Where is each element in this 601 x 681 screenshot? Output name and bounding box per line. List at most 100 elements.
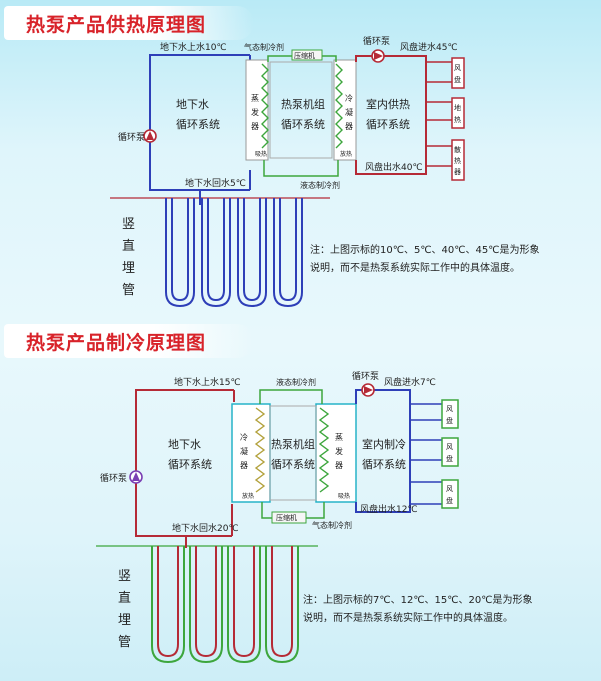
cooling-right-pump-icon: [361, 383, 375, 397]
heating-unit3-char-1: 散: [454, 145, 461, 154]
cooling-vertical-char-4: 管: [118, 635, 131, 650]
heating-unit2-char-1: 地: [454, 103, 461, 112]
heating-vertical-char-3: 埋: [122, 261, 135, 276]
cooling-compressor-box: [271, 511, 307, 524]
heating-liquid-label: 液态制冷剂: [300, 180, 340, 190]
heating-unit3-char-3: 器: [454, 168, 461, 176]
heating-right-pump-icon: [371, 49, 385, 63]
heating-center-system-line2: 循环系统: [281, 118, 325, 131]
cooling-condenser-char-3: 器: [240, 461, 248, 470]
cooling-condenser-char-2: 凝: [240, 446, 248, 456]
heating-unit-radiator: [451, 139, 465, 181]
cooling-center-system-line2: 循环系统: [271, 458, 315, 471]
cooling-unit-frame: [269, 405, 317, 501]
heating-fan-out-label: 风盘出水40℃: [365, 161, 423, 173]
heating-evaporator-char-2: 发: [251, 107, 259, 117]
heating-compressor-label: 压缩机: [294, 51, 315, 60]
cooling-fan-coil-1: [441, 399, 459, 429]
cooling-unit2-char-2: 盘: [446, 454, 453, 463]
cooling-vertical-char-3: 埋: [118, 613, 131, 628]
heating-liquid-line: [263, 160, 339, 177]
cooling-condenser-char-1: 冷: [240, 432, 248, 442]
heating-condenser-char-2: 凝: [345, 107, 353, 117]
cooling-unit2-char-1: 风: [446, 443, 453, 451]
cooling-fan-coil-2: [441, 437, 459, 467]
cooling-return-label: 地下水回水20℃: [172, 522, 239, 534]
heating-condenser-char-3: 器: [345, 122, 353, 131]
heating-unit1-char-1: 风: [454, 64, 461, 72]
heating-branches: [426, 61, 452, 167]
cooling-condenser-coil: [254, 407, 266, 493]
heating-diagram: 地下水上水10℃ 气态制冷剂 压缩机 地下水回水5℃ 液态制冷剂 循环泵 循环泵…: [110, 35, 465, 308]
heating-left-pump-icon: [143, 129, 157, 143]
heating-unit-fan-coil: [451, 57, 465, 89]
cooling-supply-label: 地下水上水15℃: [174, 376, 241, 388]
cooling-release-label: 放热: [242, 492, 254, 500]
heating-unit-floor: [451, 97, 465, 129]
heating-note-line1: 注：上图示标的10℃、5℃、40℃、45℃是为形象: [310, 245, 540, 256]
cooling-branches: [410, 403, 442, 505]
cooling-right-system-line2: 循环系统: [362, 458, 406, 471]
heating-left-system-line2: 循环系统: [176, 118, 220, 131]
heating-unit-frame: [269, 61, 333, 159]
cooling-liquid-line: [259, 389, 323, 404]
cooling-liquid-label: 液态制冷剂: [276, 377, 316, 387]
heating-vertical-char-1: 竖: [122, 217, 135, 232]
heating-title-ribbon: 热泵产品供热原理图: [4, 6, 254, 40]
heating-note: 注：上图示标的10℃、5℃、40℃、45℃是为形象 说明，而不是热泵系统实际工作…: [310, 242, 539, 278]
heating-right-pump-label: 循环泵: [363, 35, 390, 47]
cooling-condenser-box: [231, 403, 271, 503]
heating-left-pump-label: 循环泵: [118, 131, 145, 143]
cooling-fan-in-label: 风盘进水7℃: [384, 376, 436, 388]
heating-supply-label: 地下水上水10℃: [160, 41, 227, 53]
heating-unit3-char-2: 热: [454, 156, 461, 165]
heating-right-system-line1: 室内供热: [366, 97, 410, 111]
cooling-note-line2: 说明，而不是热泵系统实际工作中的具体温度。: [303, 613, 513, 624]
cooling-left-loop: [135, 389, 234, 537]
cooling-vertical-char-2: 直: [118, 591, 131, 606]
cooling-right-pump-label: 循环泵: [352, 370, 379, 382]
heating-fan-in-label: 风盘进水45℃: [400, 41, 458, 53]
cooling-evaporator-coil: [318, 407, 330, 493]
cooling-unit3-char-2: 盘: [446, 496, 453, 505]
cooling-left-system-line1: 地下水: [168, 438, 201, 451]
heating-vertical-char-2: 直: [122, 239, 135, 254]
heating-left-system-line1: 地下水: [176, 98, 209, 111]
heating-u-pipes: [165, 198, 303, 308]
cooling-evaporator-char-2: 发: [335, 446, 343, 456]
cooling-title-ribbon: 热泵产品制冷原理图: [4, 324, 254, 358]
heating-right-loop: [355, 55, 427, 175]
cooling-diagram: 地下水上水15℃ 液态制冷剂 压缩机 气态制冷剂 地下水回水20℃ 循环泵 循环…: [96, 370, 459, 664]
cooling-left-pump-label: 循环泵: [100, 472, 127, 484]
heating-center-system-line1: 热泵机组: [281, 97, 325, 111]
cooling-unit1-char-2: 盘: [446, 416, 453, 425]
cooling-left-system-line2: 循环系统: [168, 458, 212, 471]
heating-evaporator-coil: [261, 63, 269, 149]
heating-return-label: 地下水回水5℃: [185, 177, 246, 189]
heating-unit2-char-2: 热: [454, 115, 461, 124]
heating-condenser-char-1: 冷: [345, 93, 353, 103]
cooling-unit1-char-1: 风: [446, 405, 453, 413]
cooling-evaporator-char-1: 蒸: [335, 432, 343, 442]
cooling-title: 热泵产品制冷原理图: [26, 332, 207, 354]
cooling-u-pipes: [151, 546, 299, 664]
heating-evaporator-char-3: 器: [251, 122, 259, 131]
heating-right-system-line2: 循环系统: [366, 118, 410, 131]
heating-note-line2: 说明，而不是热泵系统实际工作中的具体温度。: [310, 263, 520, 274]
cooling-fan-coil-3: [441, 479, 459, 509]
cooling-absorb-label: 吸热: [338, 492, 350, 500]
cooling-vertical-char-1: 竖: [118, 569, 131, 584]
cooling-note: 注：上图示标的7℃、12℃、15℃、20℃是为形象 说明，而不是热泵系统实际工作…: [303, 592, 532, 628]
heating-vertical-char-4: 管: [122, 283, 135, 298]
heating-gas-label: 气态制冷剂: [244, 42, 284, 52]
heating-title: 热泵产品供热原理图: [26, 14, 207, 36]
cooling-right-loop: [355, 389, 411, 513]
heating-evaporator-char-1: 蒸: [251, 93, 259, 103]
cooling-unit3-char-1: 风: [446, 485, 453, 493]
heating-unit1-char-2: 盘: [454, 75, 461, 84]
cooling-fan-out-label: 风盘出水12℃: [360, 503, 418, 515]
heating-condenser-coil: [335, 63, 343, 149]
cooling-note-line1: 注：上图示标的7℃、12℃、15℃、20℃是为形象: [303, 595, 533, 606]
cooling-center-system-line1: 热泵机组: [271, 437, 315, 451]
